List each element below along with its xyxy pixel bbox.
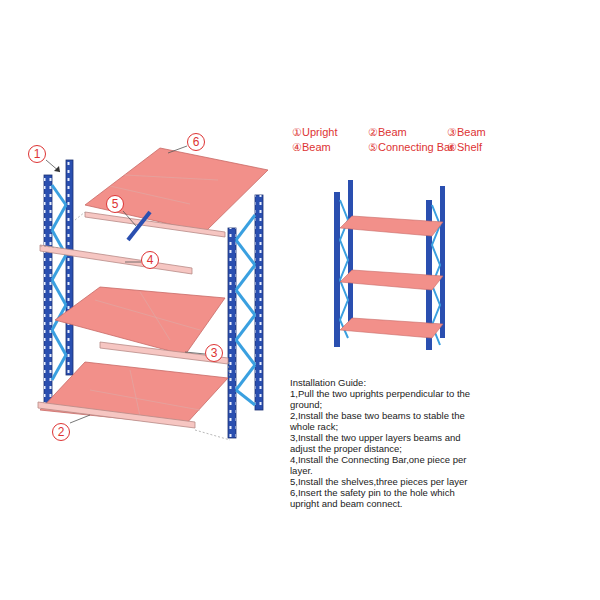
part-legend: ③Beam — [447, 126, 486, 139]
part-legend: ⑥Shelf — [447, 141, 482, 154]
installation-step: 5,Install the shelves,three pieces per l… — [290, 476, 482, 487]
callout-number: 5 — [112, 198, 119, 210]
callout-circle: 4 — [141, 251, 159, 269]
part-legend: ②Beam — [368, 126, 407, 139]
leader-lines — [46, 146, 205, 423]
callout-circle: 2 — [52, 423, 70, 441]
callout-circle: 5 — [106, 195, 124, 213]
installation-step: 4,Install the Connecting Bar,one piece p… — [290, 454, 482, 476]
shelves — [40, 148, 268, 425]
callout-number: 1 — [34, 148, 41, 160]
installation-step: Installation Guide: — [290, 377, 482, 388]
callout-number: 6 — [193, 136, 200, 148]
callout-circle: 6 — [187, 133, 205, 151]
part-legend: ⑤Connecting Bar — [368, 141, 454, 154]
callout-number: 2 — [58, 426, 65, 438]
part-legend: ①Upright — [292, 126, 337, 139]
installation-step: 2,Install the base two beams to stable t… — [290, 410, 482, 432]
callout-circle: 3 — [205, 344, 223, 362]
part-legend: ④Beam — [292, 141, 331, 154]
installation-step: 6,Insert the safety pin to the hole whic… — [290, 487, 482, 509]
assembled-rack — [334, 180, 445, 350]
callout-number: 4 — [147, 254, 154, 266]
callout-number: 3 — [211, 347, 218, 359]
right-upright — [228, 195, 263, 438]
connecting-bar — [128, 212, 150, 240]
callout-circle: 1 — [28, 145, 46, 163]
installation-step: 1,Pull the two uprights perpendicular to… — [290, 388, 482, 410]
installation-step: 3,Install the two upper layers beams and… — [290, 432, 482, 454]
beams — [38, 212, 228, 428]
left-upright — [44, 160, 73, 405]
